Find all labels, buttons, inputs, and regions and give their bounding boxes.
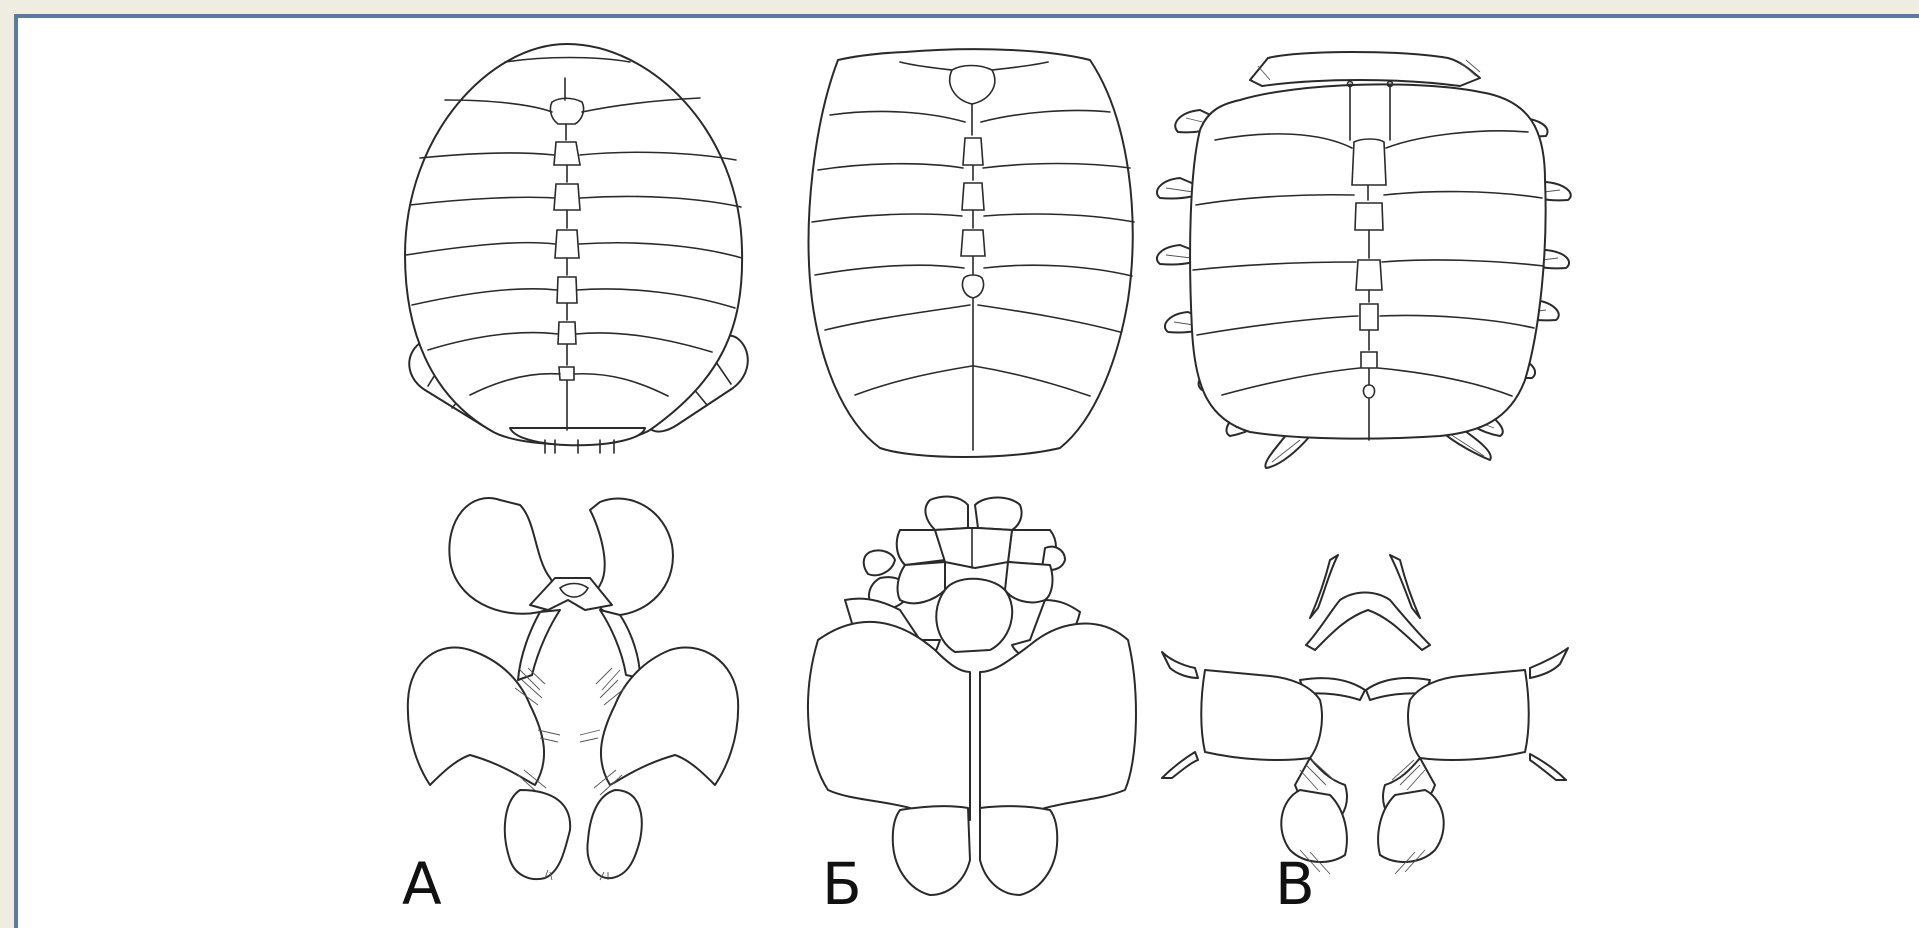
panel-a-carapace: [405, 44, 748, 453]
panel-a-plastron: [408, 498, 738, 880]
panel-label-c: В: [1275, 855, 1315, 913]
panel-c-carapace: [1157, 52, 1571, 468]
panel-b-plastron: [808, 497, 1136, 895]
panel-b-carapace: [809, 49, 1134, 457]
panel-label-a: А: [402, 855, 442, 913]
panel-c-plastron: [1162, 555, 1568, 874]
panel-label-b: Б: [822, 855, 862, 913]
